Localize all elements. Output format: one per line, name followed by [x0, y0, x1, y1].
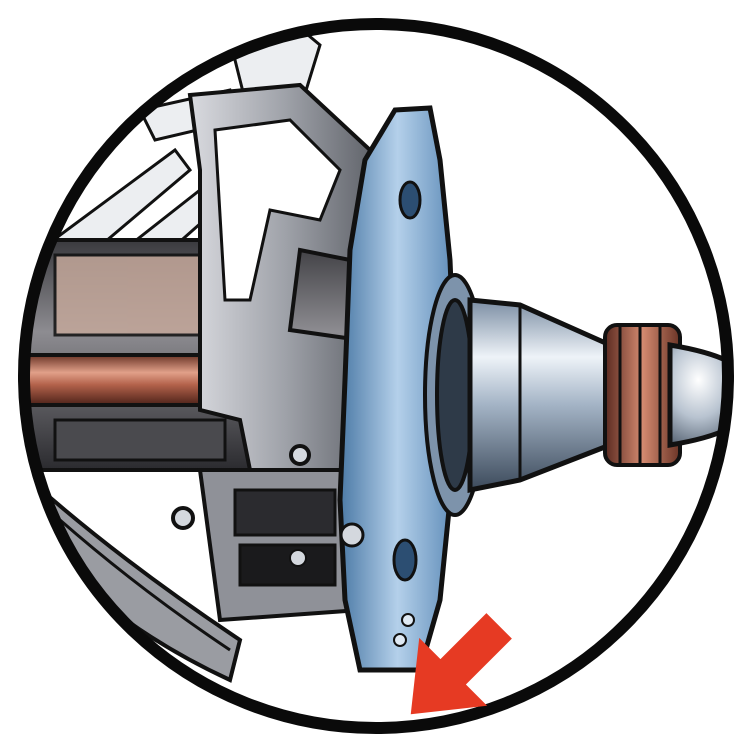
cutaway-scene [24, 24, 728, 683]
dust-cap [667, 342, 728, 448]
red-arrow-icon [410, 613, 512, 715]
hub-carrier [171, 82, 387, 530]
brake-caliper [197, 468, 363, 623]
circular-frame [18, 18, 734, 734]
